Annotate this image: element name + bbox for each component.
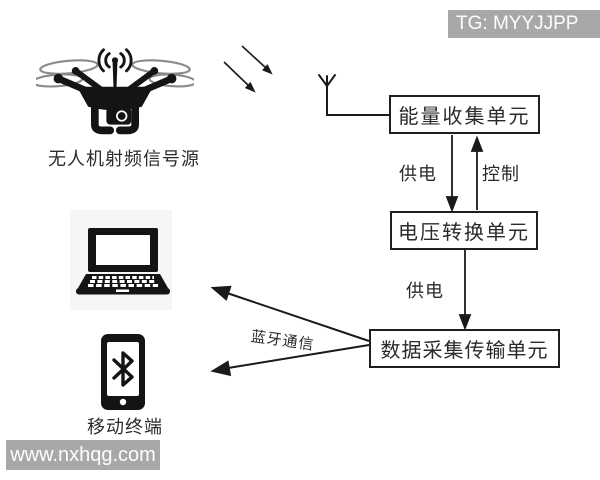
telegram-watermark: TG: MYYJJPP [448,10,600,38]
voltage-unit-label: 电压转换单元 [398,222,530,244]
power-arrow-bottom [458,250,472,331]
bluetooth-arrow-laptop [210,285,370,342]
energy-unit-label: 能量收集单元 [398,106,531,128]
rf-wave-arrows [223,45,273,93]
power-bottom-label: 供电 [406,281,444,301]
bluetooth-rune-icon [112,351,134,387]
control-label: 控制 [482,164,520,184]
signal-waves-icon [97,48,133,73]
antenna-icon [318,74,390,116]
terminal-label: 移动终端 [87,417,163,437]
camera-icon [106,107,132,125]
source-label: 无人机射频信号源 [48,149,200,169]
voltage-unit-box: 电压转换单元 [390,211,538,250]
bluetooth-arrow-phone [210,344,370,377]
website-watermark: www.nxhqg.com [6,440,160,470]
power-arrow-top [445,135,459,213]
power-top-label: 供电 [399,164,437,184]
laptop-icon [76,226,170,296]
drone-icon [36,44,194,140]
data-unit-label: 数据采集传输单元 [380,340,549,362]
bluetooth-phone-icon [100,333,146,411]
control-arrow-up [470,135,484,210]
energy-unit-box: 能量收集单元 [389,95,540,134]
data-unit-box: 数据采集传输单元 [369,329,560,368]
